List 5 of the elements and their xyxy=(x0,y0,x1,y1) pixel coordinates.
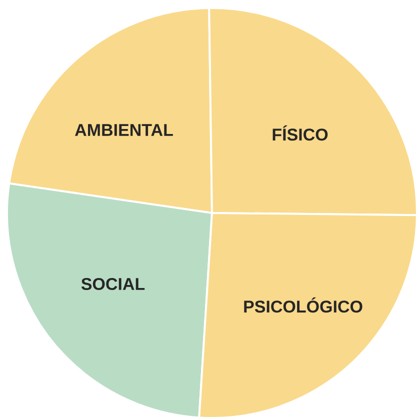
pie-sector: FÍSICO xyxy=(208,7,418,216)
node-label: FÍSICO xyxy=(272,125,328,141)
pie-sector: PSICOLÓGICO xyxy=(198,212,418,419)
pie-sector: AMBIENTAL xyxy=(8,7,213,214)
pie-sector: SOCIAL xyxy=(6,182,213,419)
